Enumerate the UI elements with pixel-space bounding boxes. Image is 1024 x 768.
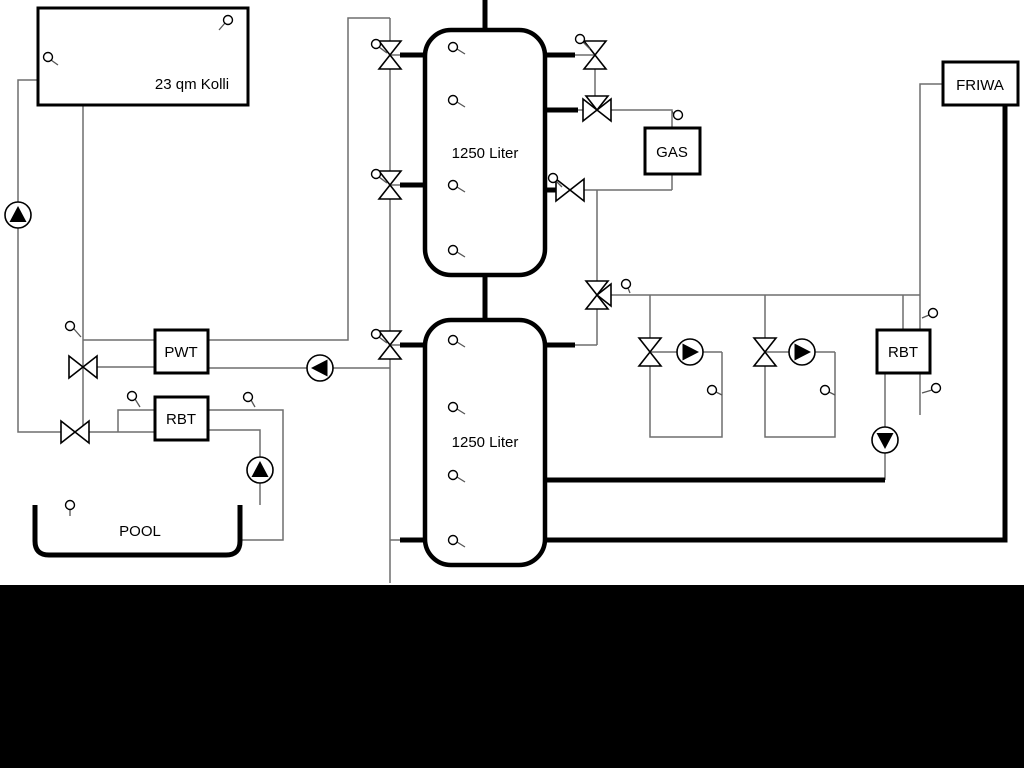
valve-icon-tank2-top <box>377 330 403 360</box>
mixing-valve-icon-gas <box>582 95 612 123</box>
pipe-tank2-ports <box>400 342 575 543</box>
pipe-rbt-to-pool-return <box>208 409 284 541</box>
sensor-icon <box>447 469 466 483</box>
letterbox-bottom <box>0 585 1024 768</box>
valve-icon-solar-rbt <box>60 419 90 445</box>
sensor-icon <box>370 328 388 344</box>
collector-box <box>36 6 250 107</box>
tank2-label: 1250 Liter <box>452 434 519 451</box>
hydraulic-diagram: 23 qm Kolli 1250 Liter 1250 Liter GAS FR… <box>4 0 1020 583</box>
rbt-left-box <box>153 395 210 442</box>
sensor-icon <box>447 334 466 348</box>
thick-pipes <box>400 0 1008 543</box>
sensor-icon <box>447 179 466 193</box>
rbt-right-box <box>875 328 932 375</box>
valve-icon-tank1-top <box>377 40 403 70</box>
sensor-icon <box>64 320 82 338</box>
sensor-icon <box>819 384 836 396</box>
sensor-icon <box>921 382 942 394</box>
valve-icon-solar-pwt <box>68 354 98 380</box>
pipe-friwa-cold-main <box>545 105 1008 543</box>
sensor-icon <box>447 94 466 108</box>
sensor-icon <box>447 401 466 415</box>
sensor-icon <box>126 390 141 408</box>
gas-label: GAS <box>656 144 688 161</box>
sensors <box>42 14 942 548</box>
valves <box>60 40 778 445</box>
sensor-icon <box>370 38 388 54</box>
rbt-left-exchanger: RBT <box>153 395 210 442</box>
pump-icon-charge <box>306 354 334 382</box>
valve-icon-tank1-mid <box>377 170 403 200</box>
pumps <box>4 201 899 484</box>
pipe-pwt-right-top <box>208 17 390 341</box>
pipe-solar-left <box>17 79 155 433</box>
pool-basin <box>32 505 243 558</box>
gas-boiler: GAS <box>643 126 702 176</box>
pipe-friwa-link <box>919 83 943 415</box>
sensor-icon <box>64 499 76 516</box>
buffer-tank-2: 1250 Liter <box>422 317 548 568</box>
friwa-module: FRIWA <box>941 60 1020 107</box>
pwt-box <box>153 328 210 375</box>
pipe-rbt-left-top <box>117 409 155 432</box>
friwa-label: FRIWA <box>956 77 1004 94</box>
valve-icon-circuit2 <box>752 337 778 367</box>
pipe-tank1-left-ports <box>400 52 425 188</box>
sensor-icon <box>42 51 59 66</box>
sensor-icon <box>547 172 563 188</box>
sensor-icon <box>447 534 466 548</box>
sensor-icon <box>447 244 466 258</box>
valve-icon-gas-return <box>555 177 585 203</box>
pipe-tank1-right-ports <box>545 52 578 193</box>
sensor-icon <box>620 278 632 294</box>
pump-icon-solar <box>4 201 32 229</box>
pump-icon-pool <box>246 456 274 484</box>
pump-icon-circuit2 <box>788 338 816 366</box>
pool: POOL <box>32 505 243 558</box>
friwa-box <box>941 60 1020 107</box>
pool-label: POOL <box>119 523 161 540</box>
sensor-icon <box>921 307 939 319</box>
rbt-right-label: RBT <box>888 344 918 361</box>
rbt-right-exchanger: RBT <box>875 328 932 375</box>
pipe-column-stubs <box>390 54 402 541</box>
sensor-icon <box>574 33 591 50</box>
gas-box <box>643 126 702 176</box>
sensor-icon <box>370 168 388 184</box>
rbt-left-label: RBT <box>166 411 196 428</box>
pump-icon-circuit1 <box>676 338 704 366</box>
tank1-body <box>422 27 548 278</box>
sensor-icon <box>218 14 234 31</box>
sensor-icon <box>447 41 466 55</box>
valve-icon-circuit1 <box>637 337 663 367</box>
buffer-tank-1: 1250 Liter <box>422 27 548 278</box>
pipe-diverter-riser <box>575 190 598 346</box>
sensor-icon <box>242 391 256 408</box>
pump-icon-rbt-right <box>871 426 899 454</box>
pwt-label: PWT <box>164 344 197 361</box>
tank1-label: 1250 Liter <box>452 145 519 162</box>
tank2-body <box>422 317 548 568</box>
sensor-icon <box>706 384 723 396</box>
diverter-valve-icon-heating <box>584 280 612 310</box>
sensor-icon <box>671 109 684 121</box>
solar-collector: 23 qm Kolli <box>36 6 250 107</box>
valve-icon-tank1-right <box>582 40 608 70</box>
collector-label: 23 qm Kolli <box>155 76 229 93</box>
pwt-heat-exchanger: PWT <box>153 328 210 375</box>
